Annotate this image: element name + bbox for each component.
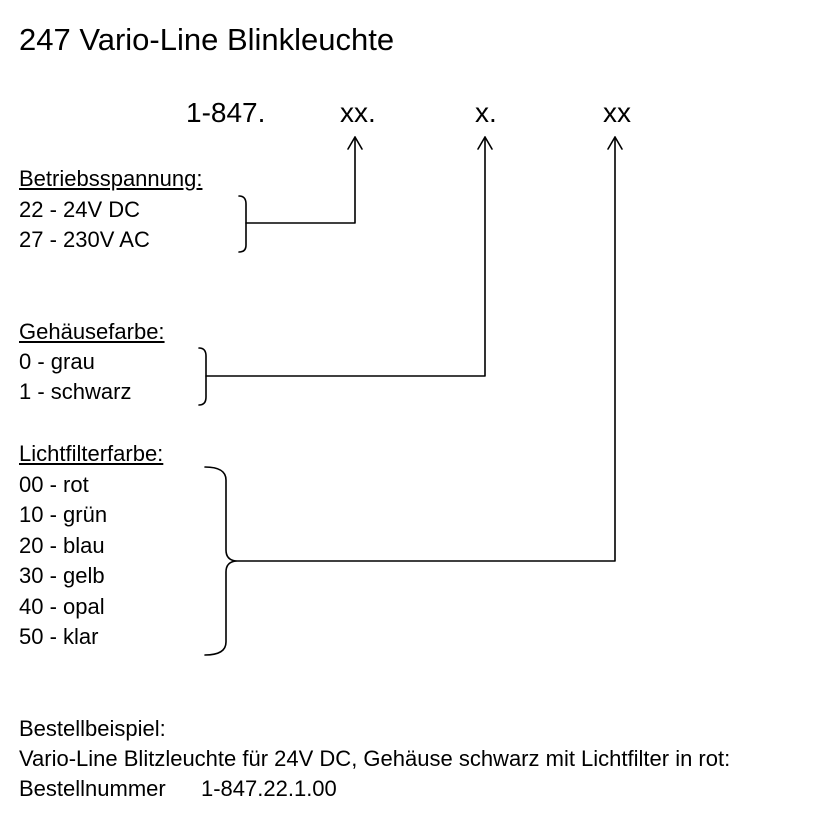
filter-color-option: 30 - gelb (19, 563, 105, 588)
housing-color-option: 1 - schwarz (19, 379, 132, 404)
voltage-connector (245, 136, 356, 224)
example-order-number: 1-847.22.1.00 (201, 776, 337, 801)
code-segment-housing: x. (475, 97, 497, 128)
housing-bracket (198, 347, 207, 406)
filter-arrow (607, 136, 623, 150)
code-segment-voltage: xx. (340, 97, 376, 128)
example-heading: Bestellbeispiel: (19, 716, 166, 741)
housing-arrow (477, 136, 493, 150)
voltage-arrow (347, 136, 363, 150)
voltage-heading: Betriebsspannung: (19, 166, 203, 191)
housing-color-heading: Gehäusefarbe: (19, 319, 165, 344)
code-segment-filter: xx (603, 97, 631, 128)
filter-color-heading: Lichtfilterfarbe: (19, 441, 164, 466)
voltage-bracket (238, 195, 247, 253)
filter-bracket (204, 466, 237, 656)
filter-connector (235, 136, 616, 562)
filter-color-option: 20 - blau (19, 533, 105, 558)
filter-color-option: 10 - grün (19, 502, 108, 527)
filter-color-option: 40 - opal (19, 594, 105, 619)
voltage-option: 27 - 230V AC (19, 227, 150, 252)
housing-connector (205, 136, 486, 377)
code-prefix: 1-847. (186, 97, 266, 128)
housing-color-option: 0 - grau (19, 349, 95, 374)
example-description: Vario-Line Blitzleuchte für 24V DC, Gehä… (19, 746, 731, 771)
filter-color-option: 50 - klar (19, 624, 99, 649)
page-title: 247 Vario-Line Blinkleuchte (19, 22, 395, 57)
example-order-label: Bestellnummer (19, 776, 166, 801)
filter-color-option: 00 - rot (19, 472, 89, 497)
voltage-option: 22 - 24V DC (19, 197, 141, 222)
